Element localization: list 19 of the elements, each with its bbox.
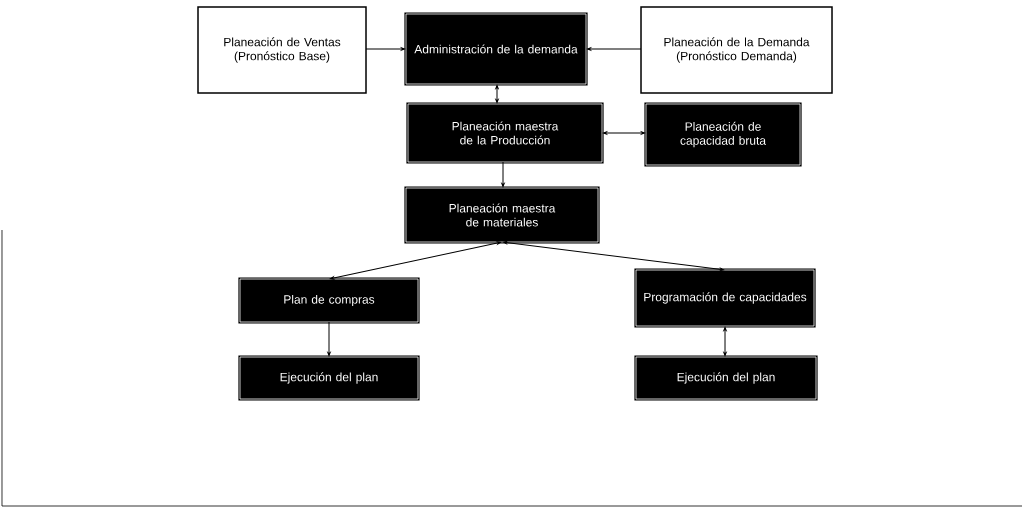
process-box: Planeación de la Demanda (Pronóstico Demanda) — [640, 6, 833, 94]
arrow — [502, 240, 725, 272]
arrow — [586, 47, 642, 51]
process-box: Programación de capacidades — [634, 268, 816, 328]
arrow — [327, 321, 331, 357]
process-box: Planeación de Ventas (Pronóstico Base) — [197, 6, 367, 94]
process-box: Planeación maestra de la Producción — [406, 102, 604, 164]
process-box: Ejecución del plan — [634, 355, 818, 401]
arrow — [602, 131, 646, 135]
process-box: Planeación de capacidad bruta — [644, 102, 802, 167]
process-box: Administración de la demanda — [404, 12, 588, 86]
arrow — [329, 241, 502, 280]
arrow — [723, 326, 727, 357]
arrow — [365, 47, 406, 51]
process-box: Ejecución del plan — [238, 355, 420, 401]
process-box: Plan de compras — [238, 277, 420, 324]
arrow — [495, 84, 499, 104]
process-box: Planeación maestra de materiales — [404, 186, 600, 244]
arrow — [501, 161, 505, 188]
